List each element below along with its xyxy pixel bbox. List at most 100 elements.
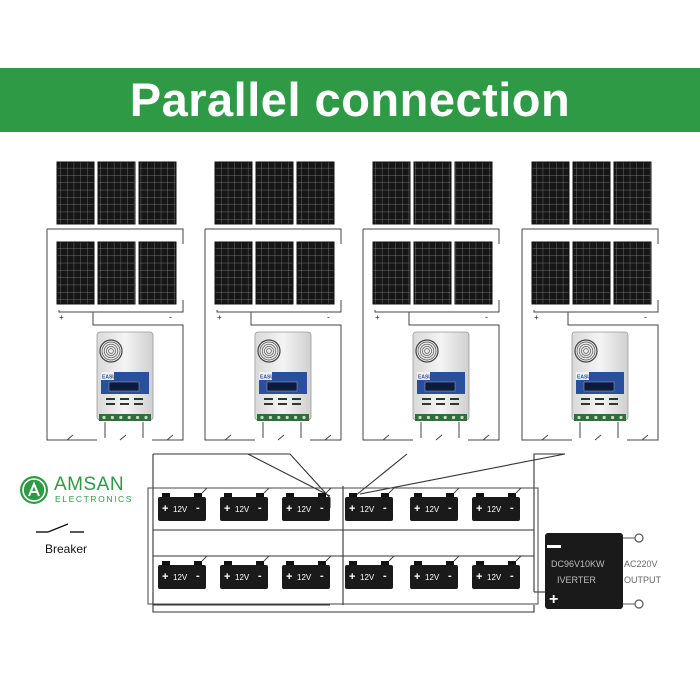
- battery-body: [220, 565, 268, 589]
- battery: +-12V: [220, 555, 270, 589]
- fan-ring: [103, 343, 119, 359]
- array-wire: [533, 300, 659, 441]
- battery: +-12V: [345, 555, 395, 589]
- battery-bank-wire: [147, 487, 539, 605]
- terminal-screw: [110, 415, 114, 420]
- battery-plus: +: [286, 571, 292, 583]
- terminal-screw: [594, 415, 598, 420]
- terminal-screw: [585, 415, 590, 420]
- inline-breaker: [382, 434, 490, 441]
- terminal-screw: [577, 415, 581, 420]
- solar-panel: [413, 241, 452, 305]
- battery-body: [282, 565, 330, 589]
- output-terminal-icon: [634, 599, 644, 609]
- controller-display: [108, 381, 140, 392]
- solar-panel: [372, 241, 411, 305]
- fan-ring: [583, 348, 589, 354]
- solar-panel: [454, 161, 493, 225]
- fan-ring: [261, 343, 277, 359]
- battery-plus: +: [349, 571, 355, 583]
- controller-button: [450, 403, 459, 405]
- inline-breaker: [541, 434, 649, 441]
- controller-button: [292, 403, 301, 405]
- battery-post: [162, 493, 170, 497]
- battery-body: [282, 497, 330, 521]
- battery-voltage: 12V: [235, 505, 250, 514]
- battery-minus: -: [383, 502, 387, 514]
- amsan-logo-icon: [20, 476, 48, 504]
- fan-ring: [419, 343, 435, 359]
- controller-display: [583, 381, 615, 392]
- controller-button: [595, 398, 604, 400]
- battery-post: [349, 561, 357, 565]
- battery-voltage: 12V: [297, 573, 312, 582]
- controller-brand: EASUN: [102, 375, 120, 381]
- fan-ring: [108, 348, 114, 354]
- battery-link: [515, 555, 522, 562]
- battery-link: [325, 555, 332, 562]
- controller-lead: [579, 422, 619, 438]
- array-wire: [362, 228, 500, 441]
- solar-panel: [572, 241, 611, 305]
- battery: +-12V: [158, 555, 208, 589]
- battery-voltage: 12V: [235, 573, 250, 582]
- controller-button: [264, 403, 273, 405]
- battery-post: [414, 493, 422, 497]
- battery-plus: +: [162, 571, 168, 583]
- inverter-type: IVERTER: [557, 575, 596, 585]
- controller-logo-box: [417, 372, 430, 380]
- fan-ring: [106, 346, 116, 356]
- fan-ring: [578, 343, 594, 359]
- plus-sign: +: [217, 313, 222, 322]
- terminal-screw: [277, 415, 281, 420]
- battery-minus: -: [448, 570, 452, 582]
- solar-panel: [56, 161, 95, 225]
- battery-voltage: 12V: [297, 505, 312, 514]
- battery: +-12V: [345, 487, 395, 521]
- battery-voltage: 12V: [487, 573, 502, 582]
- controller-button: [581, 403, 590, 405]
- battery-post: [318, 561, 326, 565]
- battery-post: [194, 493, 202, 497]
- controller-button: [134, 403, 143, 405]
- mppt-controller: EASUN: [254, 331, 312, 421]
- mppt-controller: EASUN: [571, 331, 629, 421]
- battery-post: [381, 493, 389, 497]
- battery-post: [476, 493, 484, 497]
- solar-panel: [97, 161, 136, 225]
- controller-logo-box: [259, 372, 272, 380]
- controller-terminals: [257, 414, 309, 421]
- battery-post: [349, 493, 357, 497]
- minus-sign: -: [169, 312, 172, 322]
- controller-brand: EASUN: [418, 375, 436, 381]
- battery: +-12V: [220, 487, 270, 521]
- battery-post: [508, 493, 516, 497]
- title-banner: Parallel connection: [0, 68, 700, 132]
- inverter-minus: [547, 545, 561, 548]
- controller-logo-box: [576, 372, 589, 380]
- controller-button: [292, 398, 301, 400]
- battery-body: [345, 565, 393, 589]
- controller-button: [609, 403, 618, 405]
- battery-post: [414, 561, 422, 565]
- controller-button: [106, 403, 115, 405]
- battery-plus: +: [349, 503, 355, 515]
- controller-terminals: [574, 414, 626, 421]
- solar-panel: [613, 161, 652, 225]
- minus-sign: -: [644, 312, 647, 322]
- battery-voltage: 12V: [425, 505, 440, 514]
- array-wire: [204, 228, 342, 441]
- battery-post: [194, 561, 202, 565]
- brand-name: AMSAN: [54, 474, 125, 495]
- page-title: Parallel connection: [129, 73, 571, 126]
- bus-wire: [533, 453, 565, 592]
- controller-button: [134, 398, 143, 400]
- solar-panel: [531, 241, 570, 305]
- battery-minus: -: [448, 502, 452, 514]
- array-wire: [46, 228, 184, 441]
- brand-subtitle: ELECTRONICS: [55, 494, 134, 504]
- inverter-plus: +: [549, 591, 558, 608]
- fan-icon: [257, 339, 281, 363]
- battery-post: [446, 561, 454, 565]
- controller-brand: EASUN: [577, 375, 595, 381]
